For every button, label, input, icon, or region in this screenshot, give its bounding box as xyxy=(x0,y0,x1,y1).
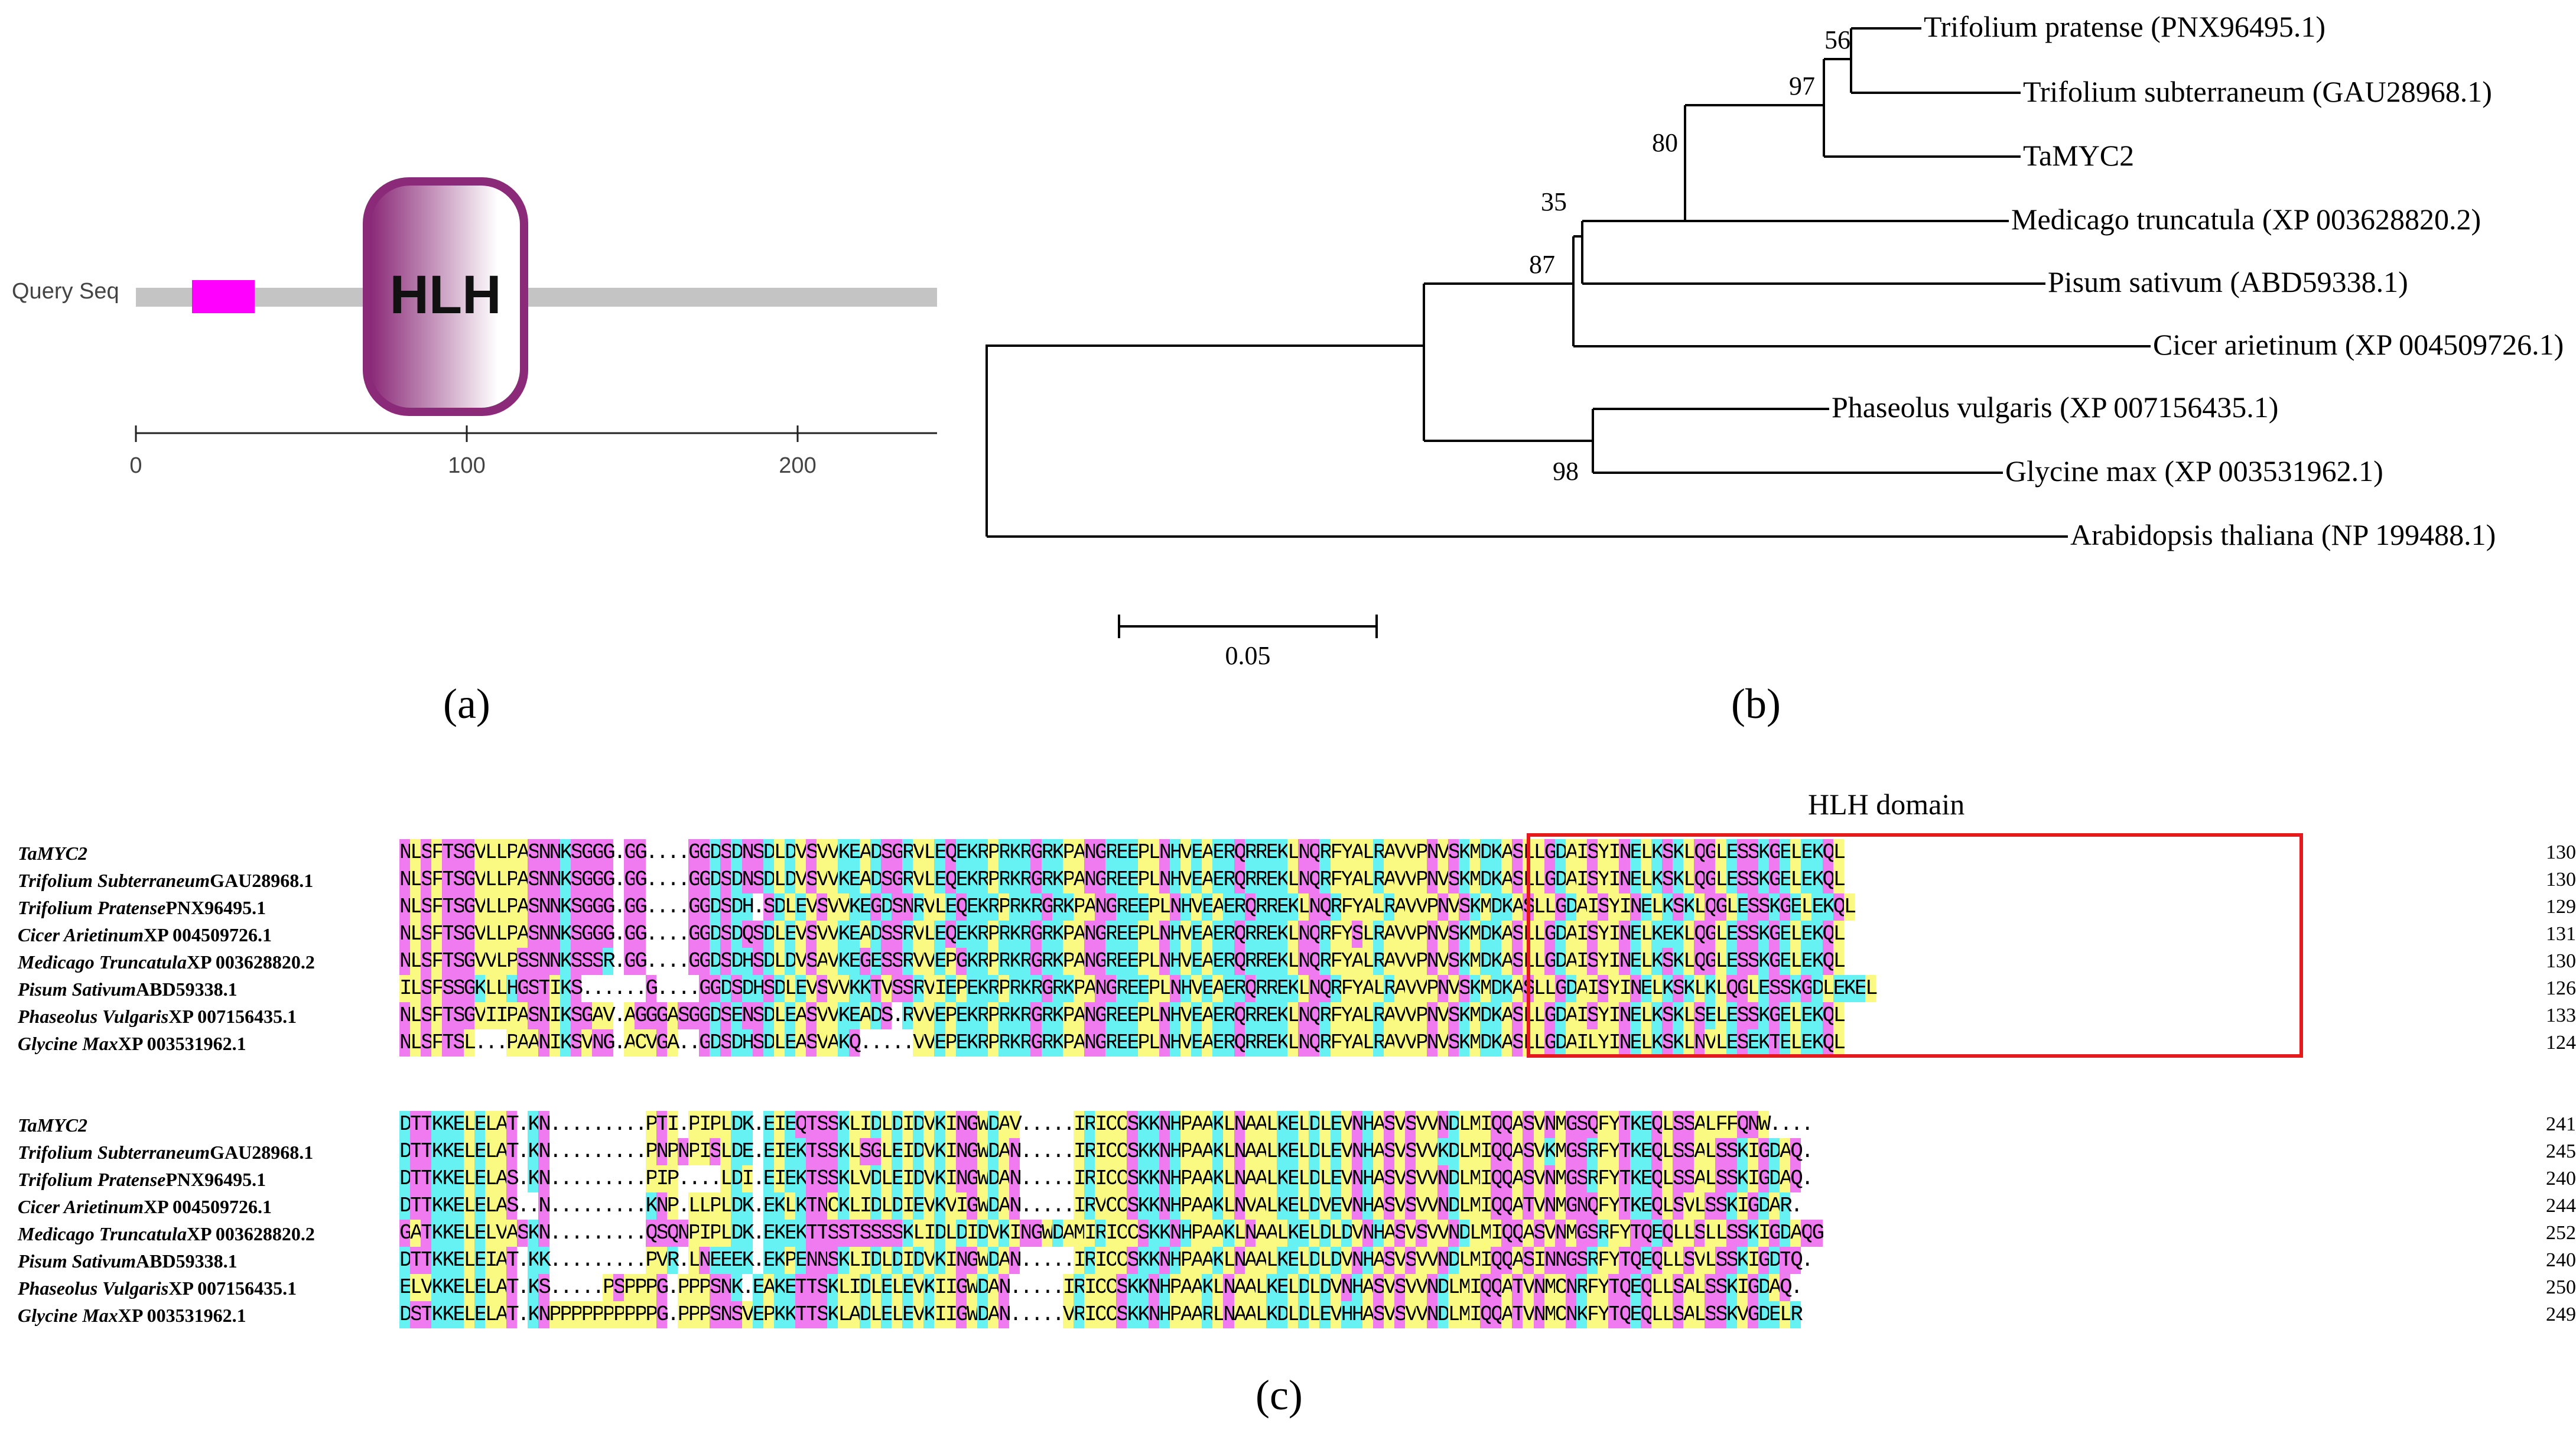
residue-count: 252 xyxy=(2546,1222,2576,1244)
residue-count: 129 xyxy=(2546,896,2576,918)
residue-count: 130 xyxy=(2546,869,2576,890)
sequence-name: Trifolium PratensePNX96495.1 xyxy=(18,1169,266,1190)
motif-box xyxy=(192,280,255,313)
tree-branches xyxy=(985,27,2151,538)
sequence-name: Phaseolus VulgarisXP 007156435.1 xyxy=(18,1006,297,1027)
sequence-name: TaMYC2 xyxy=(18,1114,87,1136)
sequence-name: Trifolium PratensePNX96495.1 xyxy=(18,897,266,918)
aligned-sequence: NLSFTSGVLLPASNNKSGGG.GG....GGDSDNSDLDVSV… xyxy=(399,866,1846,893)
aligned-sequence: DSTKKELELAT.KNPPPPPPPPPPG.PPPSNSVEPKKTTS… xyxy=(399,1301,1803,1328)
panel-label-a: (a) xyxy=(443,680,490,727)
residue-count: 130 xyxy=(2546,841,2576,863)
track-label: Query Seq xyxy=(12,279,119,304)
sequence-name: Trifolium SubterraneumGAU28968.1 xyxy=(18,1142,314,1163)
panel-label-b: (b) xyxy=(1731,680,1781,727)
bootstrap-35: 35 xyxy=(1541,187,1567,216)
hlh-domain-label: HLH xyxy=(389,265,501,325)
scale-bar xyxy=(1118,615,1378,638)
residue-count: 244 xyxy=(2546,1195,2576,1217)
residue-count: 250 xyxy=(2546,1276,2576,1298)
aligned-sequence: NLSFTSGVIIPASNIKSGAV.AGGGASGGDSENSDLEASV… xyxy=(399,1002,1846,1029)
aligned-sequence: GATKKELELVASKN.........QSQNPIPLDK.EKEKTT… xyxy=(399,1220,1824,1247)
taxon-label: Trifolium pratense (PNX96495.1) xyxy=(1924,10,2325,43)
aligned-sequence: NLSFTSGVLLPASNNKSGGG.GG....GGDSDNSDLDVSV… xyxy=(399,839,1846,866)
domain-diagram: Query Seq HLH 0 100 200 xyxy=(12,177,937,478)
taxon-label: Pisum sativum (ABD59338.1) xyxy=(2048,265,2408,298)
taxon-label: Arabidopsis thaliana (NP 199488.1) xyxy=(2070,518,2496,551)
taxon-label: Glycine max (XP 003531962.1) xyxy=(2005,454,2383,488)
query-track xyxy=(136,288,937,307)
bootstrap-98: 98 xyxy=(1553,457,1579,486)
sequence-name: Medicago TruncatulaXP 003628820.2 xyxy=(18,951,315,973)
residue-count: 124 xyxy=(2546,1032,2576,1054)
hlh-domain-box xyxy=(1527,833,2303,1058)
residue-count: 130 xyxy=(2546,950,2576,972)
residue-count: 240 xyxy=(2546,1249,2576,1271)
aligned-sequence: ILSFSSGKLLHGSTIKS......G....GGDSDHSDLEVS… xyxy=(399,975,1878,1002)
sequence-name: Glycine MaxXP 003531962.1 xyxy=(18,1305,246,1326)
phylogenetic-tree: 56 97 80 35 87 98 Trifolium pratense (PN… xyxy=(985,10,2564,670)
residue-count: 131 xyxy=(2546,923,2576,945)
aligned-sequence: DTTKKELELAT.KN.........PTI.PIPLDK.EIEQTS… xyxy=(399,1111,1814,1138)
aligned-sequence: NLSFTSL...PAANIKSVNG.ACVGA..GDSDHSDLEASV… xyxy=(399,1029,1846,1057)
aligned-sequence: DTTKKELELAS..N.........KNP.LLPLDK.EKLKTN… xyxy=(399,1192,1803,1220)
ruler-tick-0: 0 xyxy=(129,453,142,478)
hlh-domain-title: HLH domain xyxy=(1808,788,1965,821)
taxon-label: Phaseolus vulgaris (XP 007156435.1) xyxy=(1832,391,2278,424)
ruler-tick-100: 100 xyxy=(448,453,485,478)
sequence-name: Pisum SativumABD59338.1 xyxy=(18,979,238,1000)
hlh-domain-inner xyxy=(371,186,520,408)
residue-count: 249 xyxy=(2546,1304,2576,1325)
ruler-tick-200: 200 xyxy=(779,453,816,478)
sequence-name: Cicer ArietinumXP 004509726.1 xyxy=(18,924,272,945)
residue-count: 126 xyxy=(2546,977,2576,999)
sequence-name: Phaseolus VulgarisXP 007156435.1 xyxy=(18,1278,297,1299)
sequence-name: Pisum SativumABD59338.1 xyxy=(18,1250,238,1272)
sequence-name: Glycine MaxXP 003531962.1 xyxy=(18,1033,246,1054)
taxon-label: Trifolium subterraneum (GAU28968.1) xyxy=(2023,75,2492,108)
aligned-sequence: NLSFTSGVVLPSSNNKSSSR.GG....GGDSDHSDLDVSA… xyxy=(399,948,1846,975)
residue-count: 245 xyxy=(2546,1140,2576,1162)
panel-label-c: (c) xyxy=(1256,1372,1303,1419)
bootstrap-87: 87 xyxy=(1529,250,1555,279)
sequence-name: Trifolium SubterraneumGAU28968.1 xyxy=(18,870,314,891)
aligned-sequence: DTTKKELELAT.KN.........PNPNPISLDE.EIEKTS… xyxy=(399,1138,1814,1165)
residue-count: 133 xyxy=(2546,1005,2576,1026)
bootstrap-97: 97 xyxy=(1789,72,1815,100)
aligned-sequence: NLSFTSGVLLPASNNKSGGG.GG....GGDSDH.SDLEVS… xyxy=(399,893,1856,921)
bootstrap-56: 56 xyxy=(1824,25,1850,54)
sequence-name: Cicer ArietinumXP 004509726.1 xyxy=(18,1196,272,1217)
aligned-sequence: DTTKKELELAS.KN.........PIP....LDI.EIEKTS… xyxy=(399,1165,1814,1192)
residue-count: 241 xyxy=(2546,1113,2576,1135)
aligned-sequence: NLSFTSGVLLPASNNKSGGG.GG....GGDSDQSDLEVSV… xyxy=(399,921,1846,948)
aligned-sequence: ELVKKELELAT.KS.....PSPPPG.PPPSNK.EAKETTS… xyxy=(399,1274,1803,1301)
taxon-label: Cicer arietinum (XP 004509726.1) xyxy=(2153,328,2564,361)
bootstrap-80: 80 xyxy=(1652,128,1678,157)
scale-bar-label: 0.05 xyxy=(1225,641,1271,670)
taxon-label: TaMYC2 xyxy=(2023,139,2134,172)
taxon-label: Medicago truncatula (XP 003628820.2) xyxy=(2011,203,2481,236)
aligned-sequence: DTTKKELEIAT.KK.........PVR.LNEEEK.EKPENN… xyxy=(399,1247,1814,1274)
sequence-name: TaMYC2 xyxy=(18,843,87,864)
sequence-name: Medicago TruncatulaXP 003628820.2 xyxy=(18,1223,315,1244)
residue-count: 240 xyxy=(2546,1168,2576,1190)
